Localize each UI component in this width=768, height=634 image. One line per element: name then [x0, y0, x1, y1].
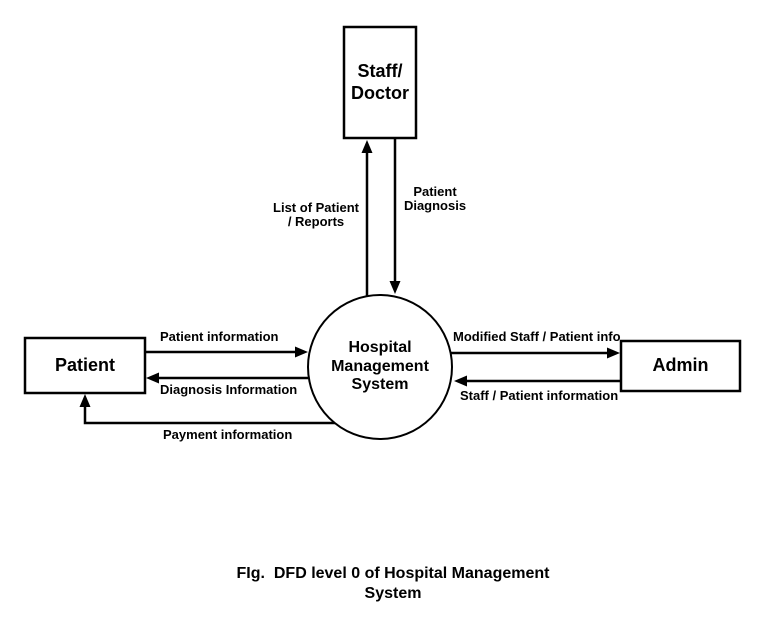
flow-label-patient-diagnosis: Patient Diagnosis [404, 185, 466, 213]
arrowhead-left-diagnosis-information [146, 372, 159, 384]
process-label-line2: Management [331, 357, 429, 375]
figure-caption-line1: FIg. DFD level 0 of Hospital Management [236, 565, 550, 582]
arrowhead-right-patient-information [295, 346, 308, 358]
flow-label-diagnosis-information: Diagnosis Information [160, 382, 298, 397]
arrowhead-up-payment-information [79, 394, 91, 407]
process-label-hospital-management-system: Hospital Management System [308, 295, 452, 439]
process-label-line3: System [351, 376, 409, 394]
entity-box-staff-doctor [342, 25, 418, 140]
entity-label-patient-text: Patient [54, 354, 115, 375]
flow-label-list-of-patient-reports-line2: / Reports [287, 214, 345, 229]
flow-label-patient-diagnosis-line2: Diagnosis [403, 198, 467, 213]
flow-label-list-of-patient-reports-line1: List of Patient [273, 200, 359, 215]
entity-label-staff-doctor-line1: Staff/ [357, 60, 403, 81]
arrowhead-up-list-of-patient-reports [361, 140, 373, 153]
flow-label-staff-patient-information: Staff / Patient information [460, 388, 619, 403]
flow-line-payment-information [83, 406, 335, 425]
arrowhead-left-staff-patient-information [454, 375, 467, 387]
process-circle-hospital-management-system [307, 294, 453, 440]
entity-label-patient: Patient [25, 338, 145, 393]
flow-label-payment-information: Payment information [163, 427, 293, 442]
entity-label-admin: Admin [621, 341, 740, 391]
arrowhead-down-patient-diagnosis [389, 281, 401, 294]
flow-label-patient-diagnosis-line1: Patient [413, 184, 457, 199]
entity-box-admin [619, 339, 742, 393]
entity-label-staff-doctor-line2: Doctor [351, 82, 409, 103]
entity-label-admin-text: Admin [652, 355, 709, 376]
arrowhead-right-modified-staff-patient-info [607, 347, 620, 359]
figure-caption-line2: System [364, 585, 422, 602]
figure-caption: FIg. DFD level 0 of Hospital Management … [9, 564, 768, 604]
entity-label-staff-doctor: Staff/ Doctor [344, 27, 416, 138]
flow-label-modified-staff-patient-info: Modified Staff / Patient info [453, 329, 621, 344]
process-label-line1: Hospital [348, 338, 412, 356]
flow-label-list-of-patient-reports: List of Patient / Reports [273, 201, 359, 229]
entity-box-patient [23, 336, 147, 395]
flow-label-patient-information: Patient information [160, 329, 279, 344]
